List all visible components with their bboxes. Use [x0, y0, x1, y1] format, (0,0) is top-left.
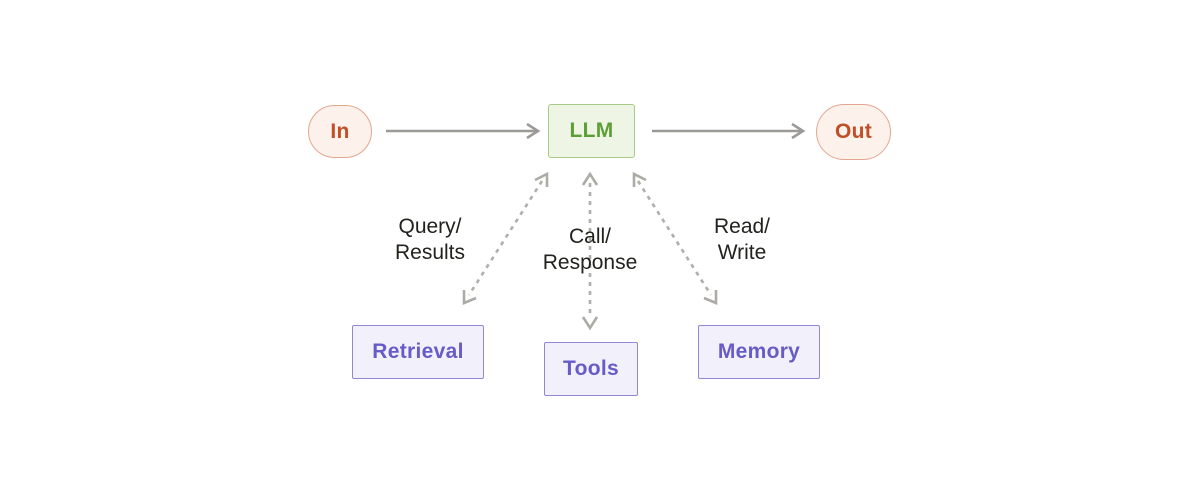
arrowhead-llm-to-out — [791, 122, 806, 140]
arrowhead-llm-memory-top — [632, 171, 647, 187]
arrowhead-llm-retrieval-bottom — [462, 290, 477, 305]
node-in: In — [308, 105, 372, 158]
arrowhead-llm-memory-bottom — [703, 290, 718, 305]
node-retrieval: Retrieval — [352, 325, 484, 379]
node-llm: LLM — [548, 104, 635, 158]
arrowhead-in-to-llm — [526, 122, 541, 140]
edge-label-read-write: Read/ Write — [662, 214, 822, 266]
arrowhead-llm-retrieval-top — [534, 171, 549, 187]
edge-label-line: Query/ — [398, 215, 462, 238]
node-memory-label: Memory — [717, 340, 801, 363]
edge-label-line: Results — [394, 241, 466, 264]
edge-label-call-response: Call/ Response — [510, 224, 670, 276]
edge-label-line: Call/ — [568, 225, 611, 248]
edge-label-query-results: Query/ Results — [350, 214, 510, 266]
node-memory: Memory — [698, 325, 820, 379]
node-out: Out — [816, 104, 891, 160]
edge-label-line: Response — [542, 251, 638, 274]
node-tools-label: Tools — [563, 357, 619, 380]
node-out-label: Out — [834, 120, 873, 143]
edge-label-line: Write — [717, 241, 767, 264]
arrowhead-llm-tools-top — [581, 171, 599, 186]
edge-label-line: Read/ — [713, 215, 771, 238]
node-retrieval-label: Retrieval — [372, 340, 464, 363]
node-llm-label: LLM — [569, 119, 614, 142]
arrowhead-llm-tools-bottom — [581, 316, 599, 331]
node-tools: Tools — [544, 342, 638, 396]
node-in-label: In — [330, 119, 350, 143]
